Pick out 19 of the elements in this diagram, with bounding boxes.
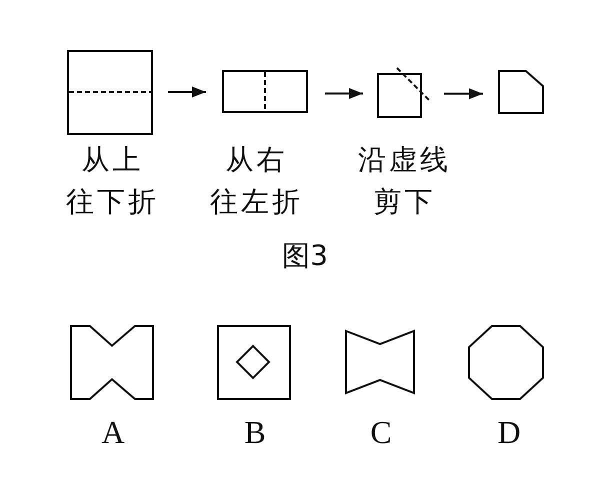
octagon-shape bbox=[468, 325, 544, 400]
bowtie-shape bbox=[345, 330, 415, 394]
square-with-hole bbox=[217, 325, 291, 400]
paper-square bbox=[67, 50, 153, 135]
option-letter: D bbox=[497, 413, 521, 452]
notched-shape bbox=[70, 325, 154, 400]
folded-paper-square bbox=[377, 73, 422, 118]
step-caption: 沿虚线剪下 bbox=[358, 142, 451, 220]
step-caption: 从上往下折 bbox=[66, 142, 159, 220]
arrow bbox=[444, 88, 483, 100]
option-letter: C bbox=[370, 413, 392, 452]
figure-caption: 图3 bbox=[282, 239, 328, 273]
cut-paper-shape bbox=[498, 70, 544, 114]
arrow bbox=[168, 86, 206, 98]
arrow bbox=[325, 88, 363, 99]
folded-paper-rectangle bbox=[222, 70, 308, 113]
step-caption: 从右往左折 bbox=[210, 142, 303, 220]
option-letter: B bbox=[244, 413, 266, 452]
option-letter: A bbox=[101, 413, 125, 452]
